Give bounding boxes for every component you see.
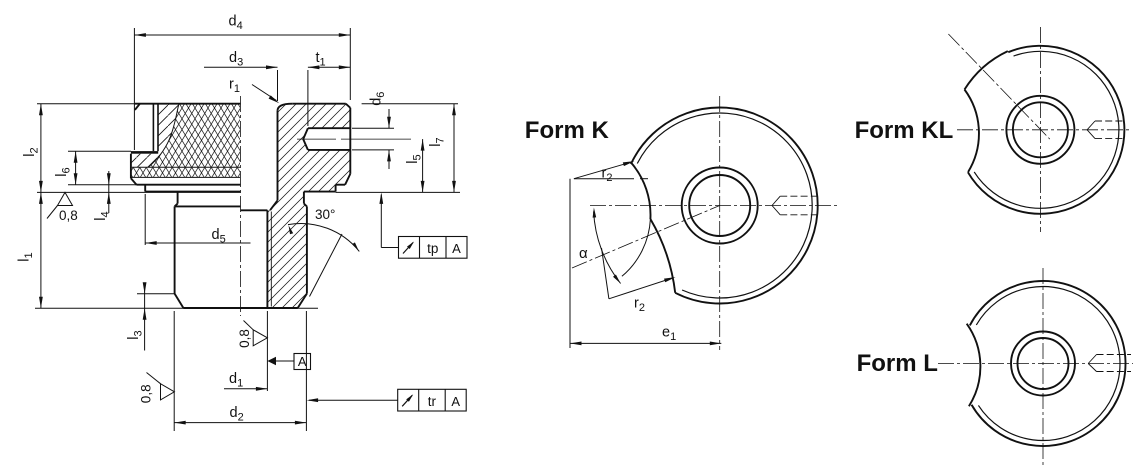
svg-text:A: A (451, 394, 460, 409)
svg-text:0,8: 0,8 (59, 208, 78, 223)
svg-text:l4: l4 (93, 211, 112, 220)
svg-text:r2: r2 (602, 166, 613, 185)
svg-text:t1: t1 (316, 50, 326, 69)
svg-text:A: A (452, 241, 461, 256)
svg-text:A: A (298, 354, 307, 369)
svg-text:d1: d1 (229, 371, 243, 390)
svg-text:l7: l7 (428, 137, 447, 146)
svg-text:l2: l2 (22, 147, 41, 156)
svg-text:d2: d2 (230, 405, 244, 424)
svg-text:Form L: Form L (857, 350, 938, 377)
svg-text:r1: r1 (229, 77, 240, 96)
svg-text:r2: r2 (634, 296, 645, 315)
svg-text:l1: l1 (17, 252, 36, 261)
svg-text:Form K: Form K (525, 117, 610, 144)
svg-text:l3: l3 (126, 330, 145, 339)
svg-text:30°: 30° (315, 207, 335, 222)
svg-text:0,8: 0,8 (139, 384, 154, 403)
svg-text:tr: tr (428, 394, 437, 409)
svg-text:l5: l5 (405, 154, 424, 163)
svg-text:d3: d3 (229, 50, 243, 69)
svg-text:α: α (579, 245, 588, 262)
svg-text:d5: d5 (212, 227, 226, 246)
svg-text:tp: tp (427, 241, 438, 256)
svg-text:l6: l6 (54, 167, 73, 176)
svg-text:Form KL: Form KL (855, 117, 954, 144)
svg-text:d4: d4 (229, 13, 243, 32)
svg-text:e1: e1 (662, 325, 676, 344)
svg-text:0,8: 0,8 (237, 329, 252, 348)
